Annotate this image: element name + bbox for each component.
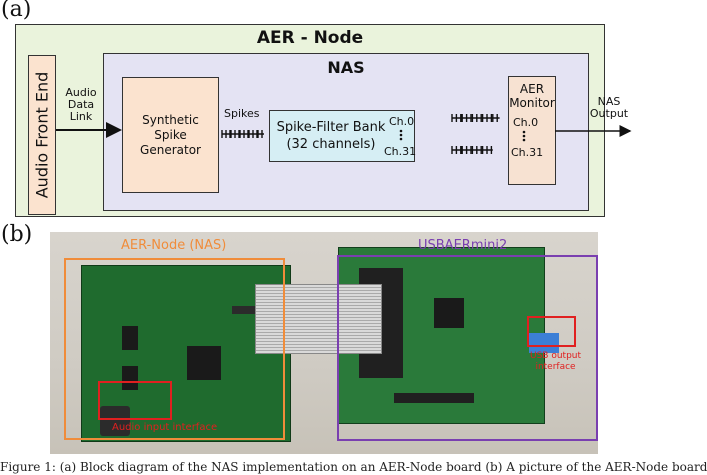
monitor-ch31-label: Ch.31 — [511, 146, 544, 159]
sfb-ch0-label: Ch.0 — [389, 115, 415, 128]
ssg-line-3: Generator — [140, 142, 201, 157]
figure-caption: Figure 1: (a) Block diagram of the NAS i… — [0, 460, 707, 474]
audio-front-end-box: Audio Front End — [28, 55, 56, 215]
ch31-train-a — [451, 146, 493, 154]
usb-output-interface-label: USB output interface — [530, 351, 582, 372]
monitor-ch0-label: Ch.0 — [513, 116, 539, 129]
audio-data-link-label: Audio Data Link — [65, 86, 97, 123]
usb-output-frame — [527, 316, 576, 347]
spike-trains — [221, 114, 500, 154]
nas-output-label: NAS Output — [589, 95, 629, 120]
sfb-line-1: Spike-Filter Bank — [276, 120, 386, 135]
usb-connector — [529, 333, 559, 353]
board-photo — [50, 232, 598, 454]
ch0-train-a — [451, 114, 500, 122]
monitor-ellipsis — [522, 130, 526, 142]
diagram-connectors — [56, 114, 632, 154]
nas-title: NAS — [327, 58, 365, 77]
usbaermini2-label: USBAERmini2 — [418, 238, 508, 253]
codec-chip-2 — [122, 366, 138, 390]
audio-input-frame — [98, 381, 172, 420]
spikes-label: Spikes — [224, 107, 260, 120]
spike-filter-bank-box: Spike-Filter Bank (32 channels) — [269, 110, 415, 162]
spikes-train — [221, 130, 264, 138]
sfb-ellipsis — [399, 129, 403, 141]
aer-monitor-title: AER Monitor — [509, 82, 555, 110]
ssg-line-1: Synthetic — [142, 112, 199, 127]
aer-node-nas-label: AER-Node (NAS) — [121, 238, 227, 253]
usbaermini2-frame — [337, 255, 598, 441]
synthetic-spike-generator-box: Synthetic Spike Generator — [122, 77, 219, 193]
sfb-ch31-label: Ch.31 — [384, 145, 417, 158]
aer-monitor-box — [508, 76, 556, 185]
aer-node-frame — [64, 258, 285, 440]
bottom-header — [394, 393, 474, 403]
panel-a-label: (a) — [1, 0, 32, 22]
ssg-line-2: Spike — [154, 127, 187, 142]
fpga-chip — [187, 346, 221, 380]
audio-jack — [100, 406, 130, 436]
codec-chip — [122, 326, 138, 350]
header-connector — [232, 306, 272, 314]
aer-node-title: AER - Node — [256, 28, 364, 48]
sfb-line-2: (32 channels) — [286, 137, 376, 152]
panel-b-label: (b) — [1, 222, 33, 247]
audio-input-interface-label: Audio input interface — [112, 422, 218, 433]
usb-chip — [434, 298, 464, 328]
ribbon-cable — [255, 284, 382, 354]
